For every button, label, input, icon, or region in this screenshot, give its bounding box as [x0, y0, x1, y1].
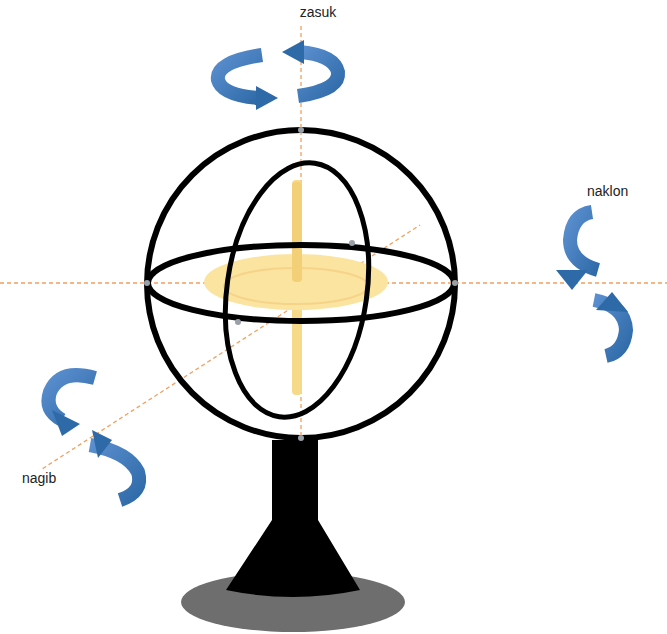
axis-label: zasuk — [298, 4, 339, 20]
axis-label: naklon — [585, 183, 630, 199]
axis-label: nagib — [20, 470, 58, 486]
